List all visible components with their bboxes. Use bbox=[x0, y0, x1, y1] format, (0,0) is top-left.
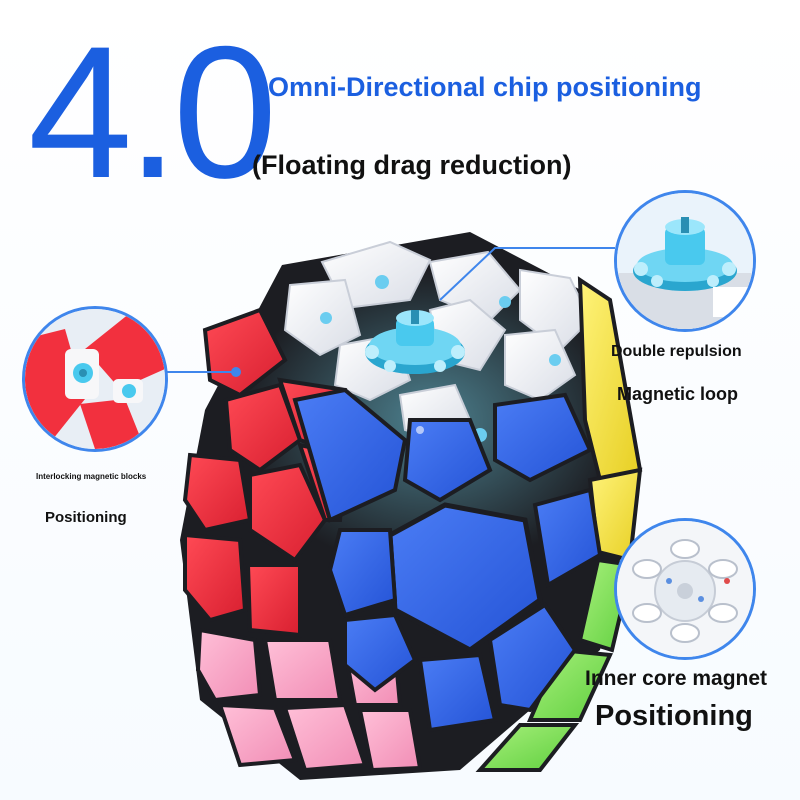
red-face bbox=[182, 307, 348, 638]
positioning-right-label: Positioning bbox=[595, 700, 753, 732]
headline-title: Omni-Directional chip positioning bbox=[268, 72, 702, 102]
interlocking-blocks-label: Interlocking magnetic blocks bbox=[36, 472, 147, 481]
positioning-left-label: Positioning bbox=[45, 509, 127, 526]
headline-subtitle: (Floating drag reduction) bbox=[252, 150, 572, 180]
inner-core-magnet-label: Inner core magnet bbox=[585, 667, 768, 690]
magnet-block-icon bbox=[25, 309, 165, 449]
inner-core-icon bbox=[617, 521, 753, 657]
magnetic-loop-label: Magnetic loop bbox=[617, 384, 738, 404]
double-repulsion-label: Double repulsion bbox=[611, 343, 742, 360]
version-number: 4.0 bbox=[28, 7, 277, 217]
magnet-ring-icon bbox=[617, 193, 753, 329]
blue-face bbox=[292, 387, 603, 733]
inner-core-callout bbox=[614, 518, 756, 660]
magnet-ring-center bbox=[365, 310, 465, 374]
magnet-ring-callout bbox=[614, 190, 756, 332]
magnet-block-callout bbox=[22, 306, 168, 452]
